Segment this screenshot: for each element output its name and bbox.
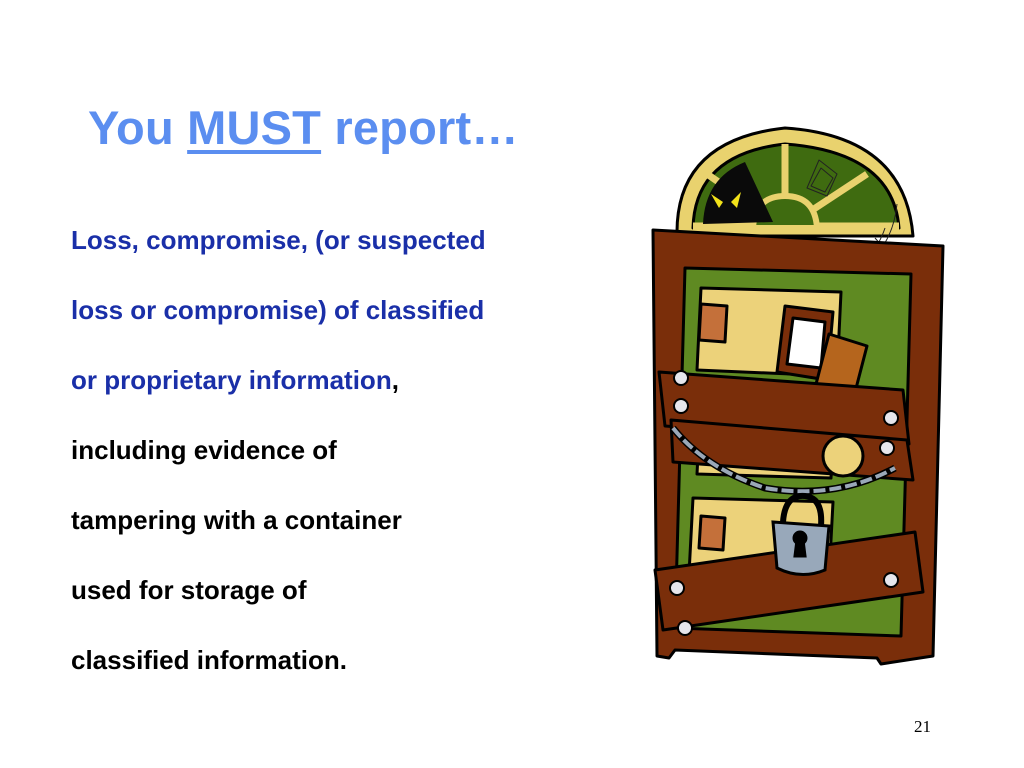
page-number: 21	[914, 717, 931, 736]
body-line: or proprietary information,	[71, 345, 631, 415]
body-line: loss or compromise) of classified	[71, 295, 485, 325]
body-line-tail: ,	[391, 365, 399, 395]
body-line: tampering with a container	[71, 505, 402, 535]
slide-title: You MUST report…	[88, 100, 519, 155]
locked-door-clipart	[645, 118, 945, 673]
title-suffix: report…	[321, 101, 519, 154]
body-line: including evidence of	[71, 435, 337, 465]
slide-body: Loss, compromise, (or suspected loss or …	[71, 205, 631, 695]
body-line-text: or proprietary information	[71, 365, 392, 395]
body-line: classified information.	[71, 645, 347, 675]
title-prefix: You	[88, 101, 188, 154]
body-line: Loss, compromise, (or suspected	[71, 225, 486, 255]
body-line: used for storage of	[71, 575, 307, 605]
locked-door-icon	[651, 126, 945, 666]
title-emphasis: MUST	[187, 101, 322, 154]
